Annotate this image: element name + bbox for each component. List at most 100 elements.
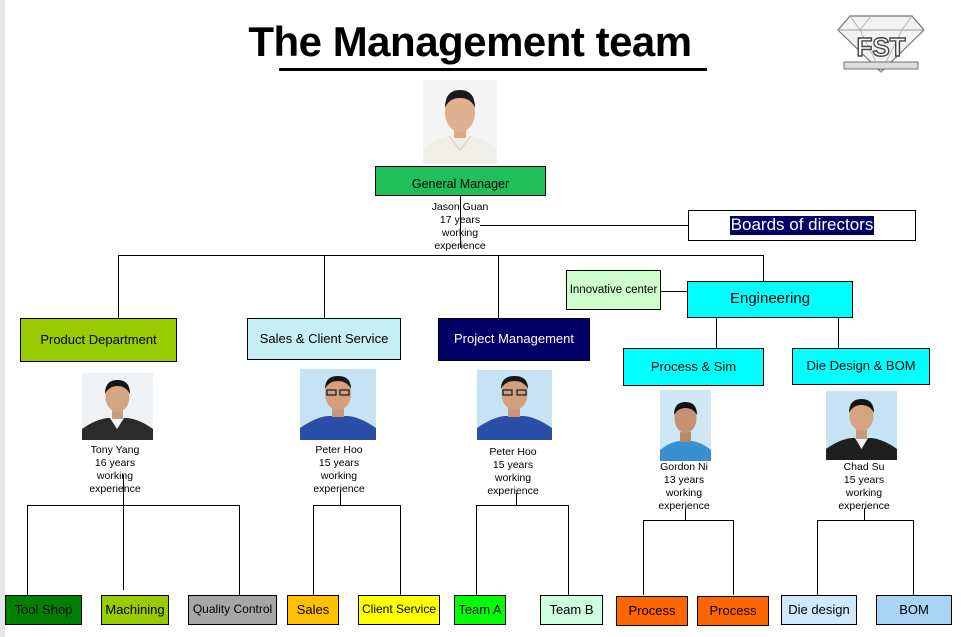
process-box-1: Process (616, 596, 688, 626)
peter-hoo-years-1: 15 years (318, 457, 360, 469)
connector (643, 520, 734, 521)
tony-yang-bio: Tony Yang 16 years working experience (60, 444, 170, 496)
connector (123, 475, 124, 590)
peter-hoo-experience-2: experience (487, 485, 539, 497)
team-a-label: Team A (458, 601, 502, 617)
bom-label: BOM (899, 601, 929, 617)
sales-client-service-label: Sales & Client Service (259, 330, 389, 346)
general-manager-label: General Manager (411, 177, 510, 192)
gordon-ni-bio: Gordon Ni 13 years working experience (629, 461, 739, 513)
connector (324, 255, 325, 318)
connector (313, 505, 314, 595)
peter-hoo-bio-2: Peter Hoo 15 years working experience (458, 446, 568, 498)
boards-of-directors-label: Boards of directors (729, 215, 875, 235)
die-design-box: Die design (781, 595, 857, 625)
gm-photo (423, 80, 497, 164)
project-management-box: Project Management (438, 318, 590, 361)
company-logo: FST (837, 15, 925, 73)
connector (685, 508, 686, 520)
connector (476, 505, 477, 595)
peter-hoo-photo-1 (300, 369, 376, 440)
peter-hoo-working-1: working (320, 470, 358, 482)
title-underline (279, 68, 707, 71)
connector (498, 255, 499, 318)
tony-yang-working: working (96, 470, 134, 482)
peter-hoo-experience-1: experience (313, 483, 365, 495)
boards-of-directors-box: Boards of directors (688, 210, 916, 241)
die-design-label: Die design (788, 601, 850, 617)
machining-box: Machining (101, 595, 169, 625)
connector (817, 520, 818, 595)
process-label-1: Process (628, 602, 676, 618)
peter-hoo-name-2: Peter Hoo (489, 446, 537, 458)
process-box-2: Process (697, 596, 769, 626)
die-design-bom-box: Die Design & BOM (792, 348, 930, 385)
tony-yang-experience: experience (89, 483, 141, 495)
connector (27, 505, 240, 506)
connector (313, 505, 401, 506)
connector (118, 255, 764, 256)
client-service-box: Client Service (358, 595, 440, 625)
connector (400, 505, 401, 595)
connector (568, 505, 569, 595)
chad-su-name: Chad Su (843, 461, 885, 473)
chad-su-photo (826, 391, 897, 460)
slide-edge (0, 0, 5, 637)
team-b-box: Team B (540, 595, 603, 625)
engineering-box: Engineering (687, 281, 853, 318)
connector (913, 520, 914, 595)
peter-hoo-working-2: working (494, 472, 532, 484)
process-label-2: Process (709, 602, 757, 618)
connector (480, 225, 688, 226)
client-service-label: Client Service (361, 602, 437, 617)
gordon-ni-experience: experience (658, 500, 710, 512)
engineering-label: Engineering (729, 290, 811, 308)
connector (27, 505, 28, 595)
team-a-box: Team A (454, 595, 506, 625)
logo-text: FST (856, 32, 905, 62)
chad-su-years: 15 years (843, 474, 885, 486)
peter-hoo-name-1: Peter Hoo (315, 444, 363, 456)
tool-shop-box: Tool Shop (5, 595, 82, 625)
gordon-ni-working: working (665, 487, 703, 499)
tony-yang-name: Tony Yang (90, 444, 140, 456)
process-sim-label: Process & Sim (650, 358, 737, 374)
page-title: The Management team (248, 18, 692, 65)
sales-box: Sales (287, 595, 339, 625)
connector (763, 255, 764, 282)
die-design-bom-label: Die Design & BOM (806, 358, 916, 374)
connector (817, 520, 914, 521)
gm-name: Jason Guan (431, 201, 489, 213)
connector (864, 508, 865, 520)
quality-control-box: Quality Control (188, 595, 277, 625)
sales-label: Sales (296, 601, 330, 617)
connector (716, 318, 717, 348)
connector (660, 291, 688, 292)
connector (239, 505, 240, 595)
process-sim-box: Process & Sim (623, 348, 764, 386)
connector (838, 318, 839, 348)
peter-hoo-years-2: 15 years (492, 459, 534, 471)
connector (516, 493, 517, 505)
general-manager-box: General Manager (375, 166, 546, 196)
gordon-ni-years: 13 years (663, 474, 705, 486)
project-management-label: Project Management (454, 331, 574, 347)
innovative-center-box: Innovative center (566, 270, 661, 310)
tony-yang-years: 16 years (94, 457, 136, 469)
tony-yang-photo (82, 373, 153, 440)
team-b-label: Team B (549, 601, 594, 617)
connector (643, 520, 644, 595)
quality-control-label: Quality Control (192, 602, 273, 617)
gm-years: 17 years (439, 214, 481, 226)
connector (340, 490, 341, 505)
tool-shop-label: Tool Shop (14, 601, 73, 617)
chad-su-experience: experience (838, 500, 890, 512)
peter-hoo-photo-2 (477, 370, 552, 440)
peter-hoo-bio-1: Peter Hoo 15 years working experience (284, 444, 394, 496)
product-department-label: Product Department (40, 331, 157, 347)
product-department-box: Product Department (20, 318, 177, 362)
sales-client-service-box: Sales & Client Service (247, 318, 401, 360)
bom-box: BOM (876, 595, 952, 625)
gm-bio: Jason Guan 17 years working experience (405, 201, 515, 253)
gordon-ni-photo (660, 390, 711, 461)
